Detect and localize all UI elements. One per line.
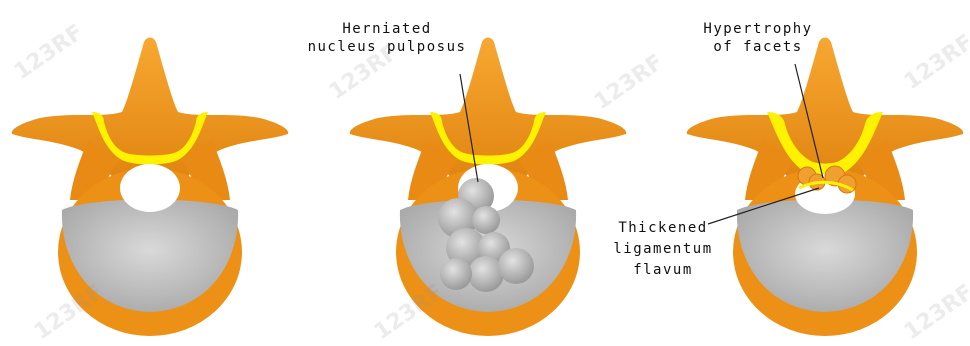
herniated-label-line2: nucleus pulposus bbox=[292, 38, 482, 56]
normal-vertebra bbox=[12, 38, 288, 337]
hypertrophy-label-line1: Hypertrophy bbox=[688, 20, 828, 38]
herniated-label-line1: Herniated bbox=[292, 20, 482, 38]
thickened-label-line3: flavum bbox=[610, 260, 716, 281]
thickened-label: Thickened ligamentum flavum bbox=[610, 218, 716, 281]
thickened-label-line2: ligamentum bbox=[610, 239, 716, 260]
spinal-canal bbox=[120, 164, 180, 212]
hypertrophy-label: Hypertrophy of facets bbox=[688, 20, 828, 56]
hypertrophy-label-line2: of facets bbox=[688, 38, 828, 56]
herniated-vertebra bbox=[350, 38, 626, 337]
herniated-label: Herniated nucleus pulposus bbox=[292, 20, 482, 56]
thickened-label-line1: Thickened bbox=[610, 218, 716, 239]
